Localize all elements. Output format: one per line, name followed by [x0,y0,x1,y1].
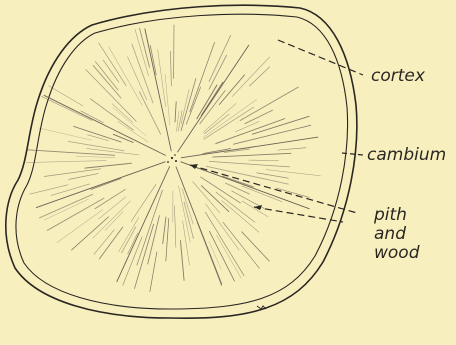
wood-ray [99,227,123,259]
wood-ray [41,96,92,120]
wood-ray-long [177,45,249,152]
wood-ray [26,161,106,163]
wood-ray-long [44,95,166,155]
wood-ray [139,91,161,134]
wood-ray [148,215,160,264]
wood-ray [99,43,127,86]
label-wood: wood [374,243,420,263]
wood-ray [48,86,83,106]
wood-ray [201,82,223,116]
wood-ray [71,217,109,251]
wood-ray [209,55,227,90]
wood-ray-long [117,166,170,282]
wood-ray [165,74,170,126]
wood-ray [112,104,133,123]
wood-ray [150,252,157,292]
wood-ray [105,211,123,230]
wood-ray [249,67,270,87]
wood-ray [121,227,135,254]
wood-ray [180,240,184,281]
wood-ray [203,103,236,132]
wood-ray [85,163,132,168]
pith-center [167,154,177,163]
wood-ray [47,198,104,231]
wood-ray [166,218,169,261]
wood-ray [171,51,172,86]
wood-ray [27,150,115,156]
wood-ray [209,35,231,82]
wood-ray [93,65,121,98]
label-cambium: cambium [367,145,446,165]
wood-ray [131,184,156,221]
wood-ray [57,209,103,242]
wood-ray [95,61,118,90]
label-pith: pith [373,205,407,225]
wood-ray [90,99,133,131]
wood-ray [213,153,292,157]
wood-ray [240,87,299,121]
wood-ray [73,126,121,142]
wood-ray [209,161,290,167]
label-and: and [374,224,406,244]
label-cortex: cortex [371,66,426,86]
wood-ray [249,160,279,161]
wood-ray [242,232,270,262]
wood-ray [69,174,99,180]
wood-ray [252,116,310,134]
wood-ray [256,173,288,178]
wood-ray [51,184,90,196]
wood-ray [137,190,163,266]
wood-ray [276,188,309,197]
wood-ray-long [181,162,310,209]
wood-ray [150,45,156,75]
wood-ray [217,235,242,278]
wood-ray [68,141,124,150]
wood-ray [98,197,126,219]
wood-ray [205,212,244,276]
wood-ray [278,148,307,150]
wood-ray [163,217,166,244]
cambium-leader-line [342,153,363,155]
wood-ray [119,217,139,252]
wood-ray [44,169,101,177]
wood-ray [109,47,143,106]
wood-ray [266,170,321,176]
wood-ray [232,57,270,97]
wood-ray [91,178,122,189]
wood-ray [95,189,126,209]
wood-ray [29,185,68,195]
wood-ray [179,186,191,243]
wood-ray [158,49,166,107]
wood-ray [76,156,115,157]
wood-ray [216,192,255,222]
wood-ray [193,182,220,213]
pith-leader-line [190,165,357,213]
wood-ray [175,206,176,248]
cortex-leader-line [278,40,363,75]
wood-leader-line [254,207,343,222]
wood-ray [219,75,245,105]
wood-rays [26,25,320,292]
wood-ray [175,101,176,122]
wood-ray [183,221,190,266]
wood-ray [39,194,93,218]
wood-ray [206,204,240,251]
